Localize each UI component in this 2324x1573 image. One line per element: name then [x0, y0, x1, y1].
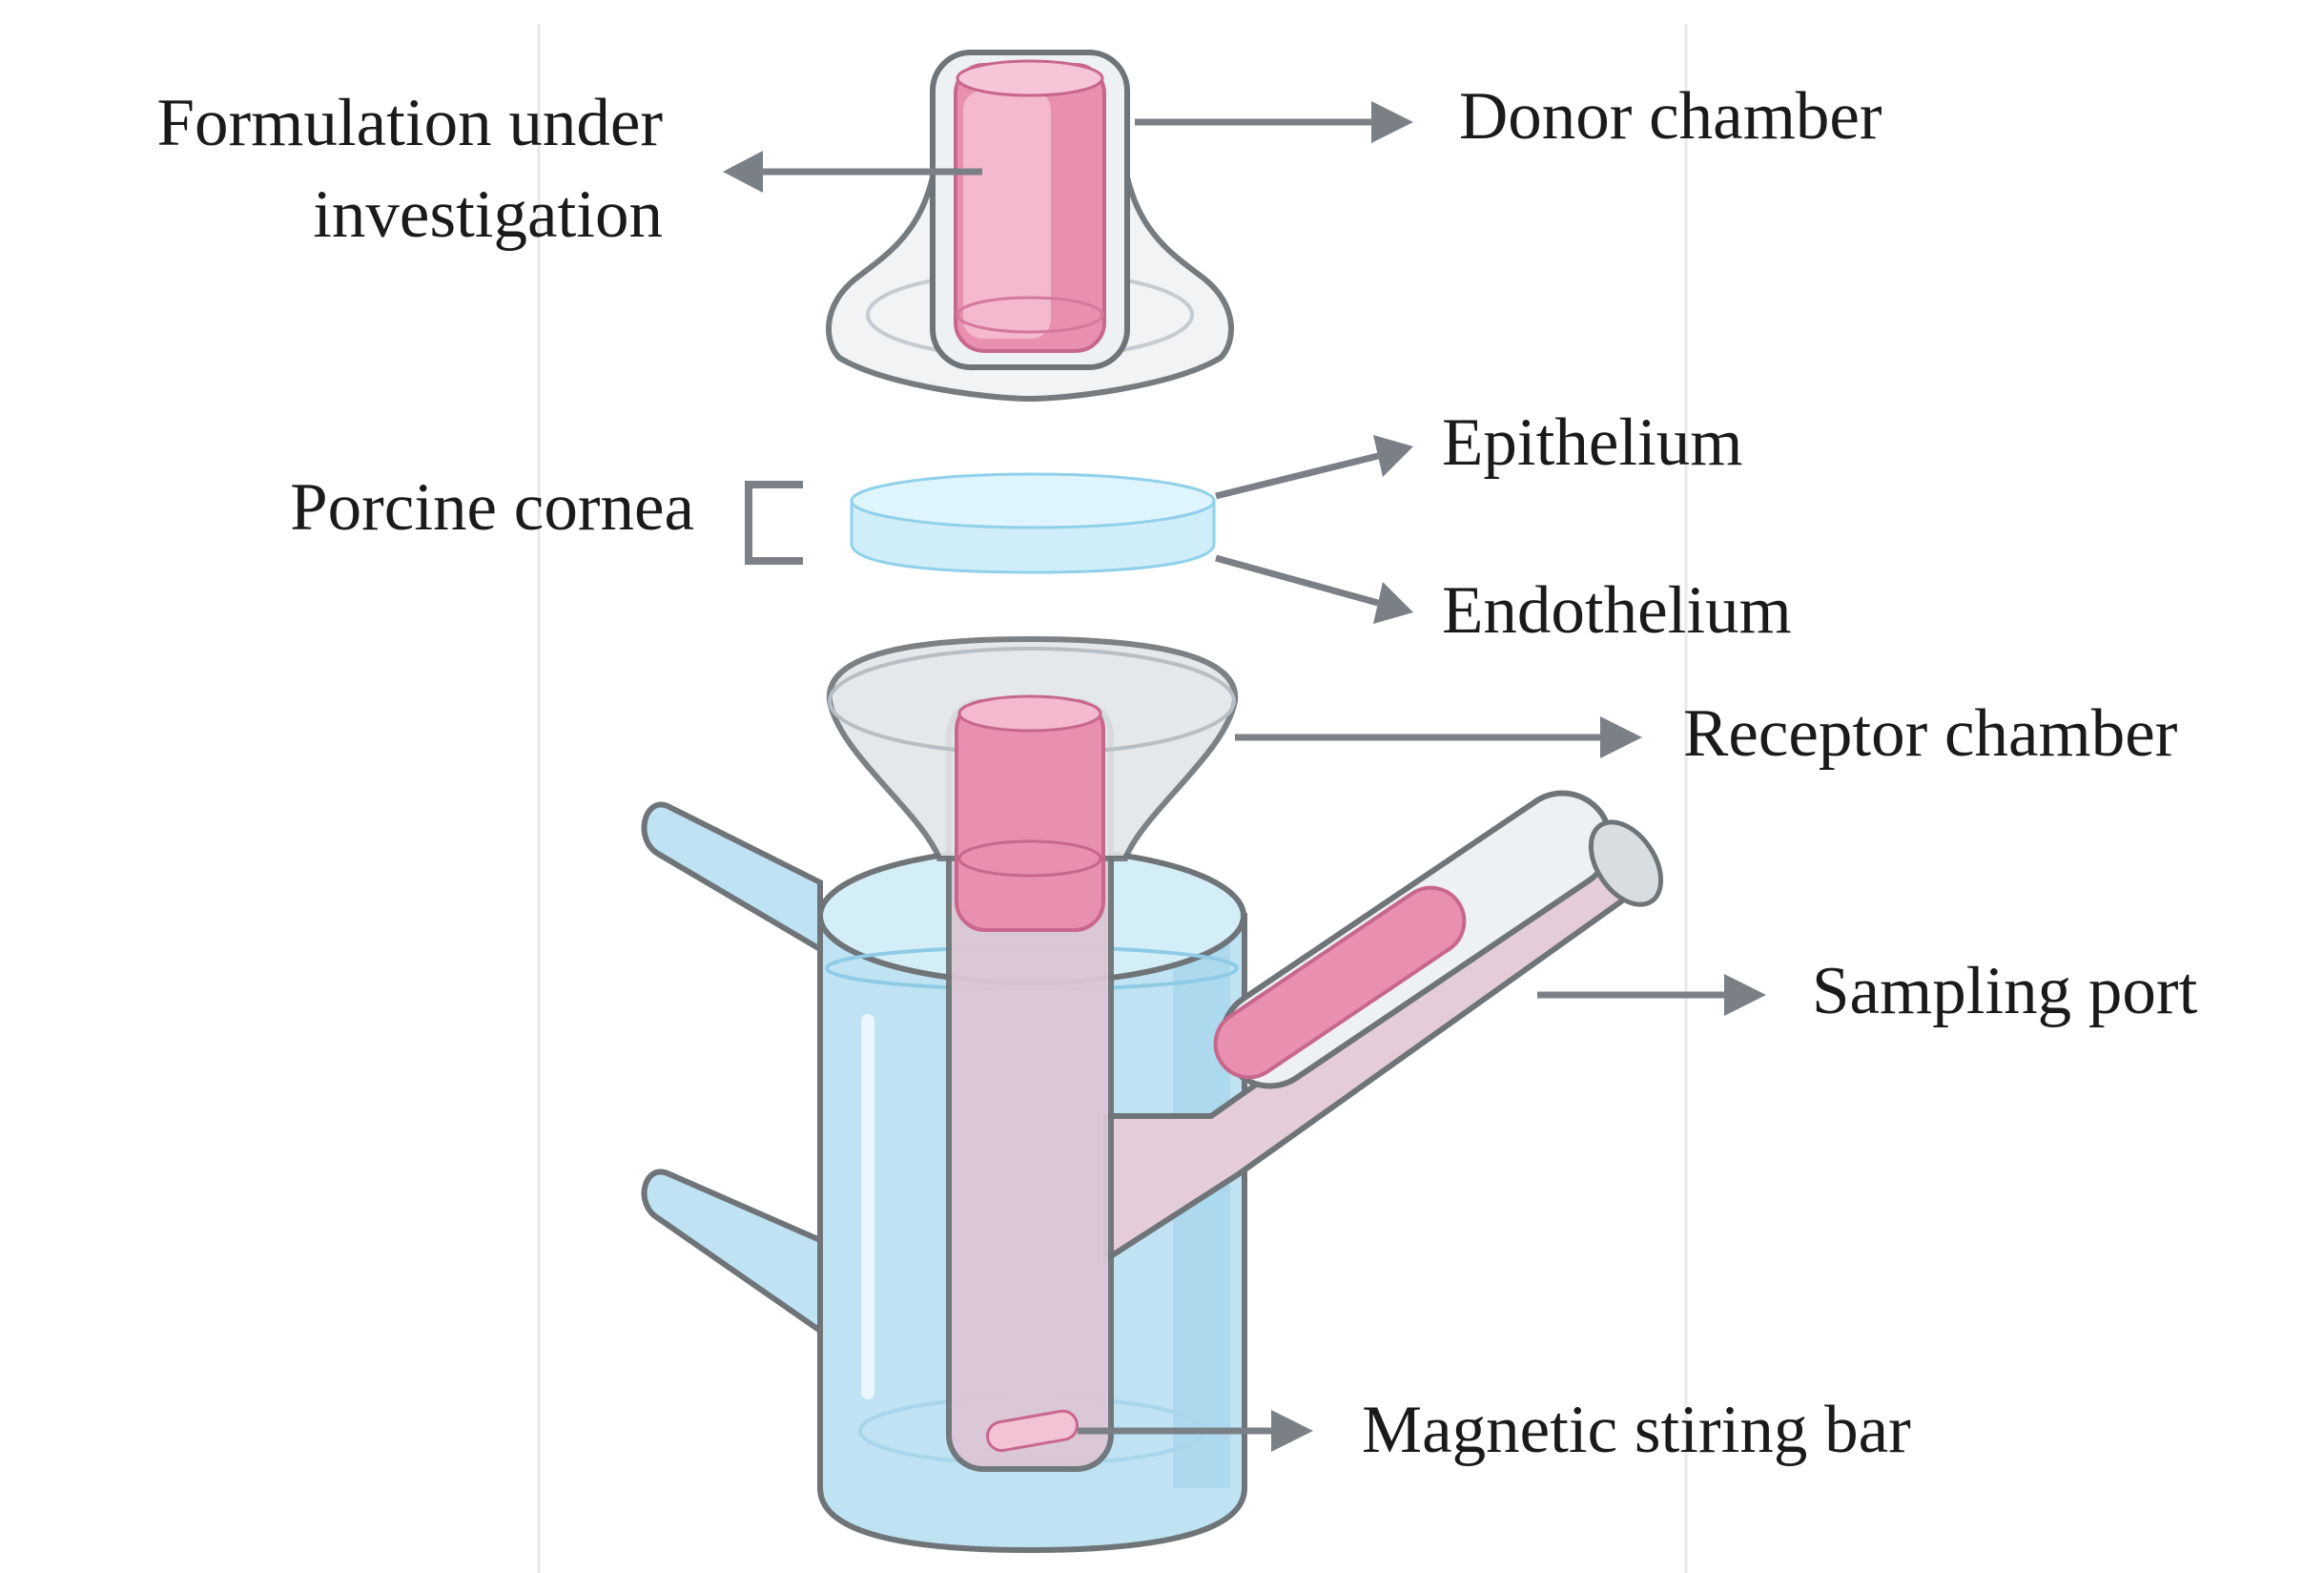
- cornea-bracket: [745, 481, 803, 565]
- formulation-highlight: [963, 91, 1051, 339]
- formulation-top: [956, 59, 1104, 97]
- label-magnetic-stirring-bar: Magnetic stiring bar: [1362, 1393, 1911, 1467]
- sampling-port-pink: [1213, 885, 1467, 1080]
- label-sampling-port: Sampling port: [1812, 954, 2198, 1028]
- receptor-pink-tube: [955, 699, 1105, 932]
- receptor-pink-tube-line: [957, 839, 1102, 878]
- donor-chamber: [826, 50, 1234, 403]
- epithelium-arrowhead: [1373, 435, 1413, 477]
- endothelium-arrow-line: [1215, 554, 1379, 607]
- receptor-arrowhead: [1600, 716, 1642, 758]
- stirrer-arrowhead: [1271, 1410, 1313, 1452]
- donor-arrowhead: [1371, 101, 1413, 143]
- epithelium-arrow-line: [1215, 452, 1379, 500]
- labels: Formulation under investigation Donor ch…: [157, 79, 2198, 1467]
- receptor-chamber: [641, 635, 1664, 1554]
- label-porcine-cornea: Porcine cornea: [290, 470, 694, 545]
- label-formulation-line1: Formulation under: [157, 86, 664, 160]
- porcine-cornea-disc: [850, 472, 1216, 574]
- label-endothelium: Endothelium: [1442, 573, 1792, 648]
- receptor-pink-tube-top: [957, 694, 1102, 733]
- label-receptor-chamber: Receptor chamber: [1683, 696, 2178, 771]
- formulation-bottom-line: [956, 296, 1104, 334]
- sampling-port-opening: [1588, 819, 1664, 907]
- label-donor-chamber: Donor chamber: [1459, 79, 1882, 154]
- jacket-port-lower: [641, 1169, 823, 1336]
- label-epithelium: Epithelium: [1442, 405, 1743, 480]
- magnetic-stirring-bar: [985, 1409, 1079, 1453]
- sampling-arrowhead: [1724, 974, 1766, 1016]
- cornea-top: [850, 472, 1216, 529]
- endothelium-arrowhead: [1373, 582, 1413, 624]
- label-formulation-line2: investigation: [313, 177, 663, 252]
- jacket-port-upper: [641, 801, 823, 955]
- formulation-arrowhead: [723, 151, 763, 193]
- arrows: [723, 101, 1766, 1452]
